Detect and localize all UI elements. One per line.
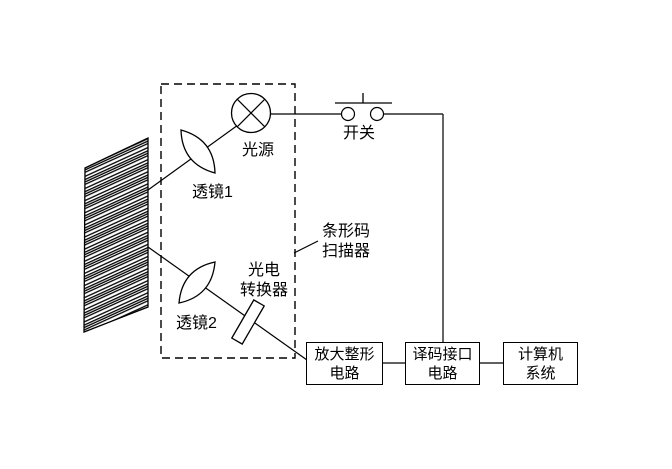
scanner-enclosure-label-line1: 条形码 <box>322 223 371 240</box>
photoelectric-converter-label-line2: 转换器 <box>239 282 288 299</box>
photoelectric-converter-label-line1: 光电 <box>247 262 280 279</box>
light-source-label: 光源 <box>242 142 275 159</box>
switch-contact-right <box>369 106 385 122</box>
scanner-label-leader-line <box>293 240 319 254</box>
light-source-cross-line-2 <box>236 98 266 128</box>
switch-contact-left <box>340 106 356 122</box>
decoder-box-label-line2: 电路 <box>427 364 458 382</box>
amplifier-box-label-line1: 放大整形 <box>314 345 375 363</box>
photoelectric-converter-shape <box>230 299 266 345</box>
computer-box: 计算机 系统 <box>503 342 578 385</box>
lens2-label: 透镜2 <box>176 315 217 332</box>
amplifier-box-label-line2: 电路 <box>329 364 360 382</box>
lens2-shape <box>178 261 216 304</box>
beam-barcode-to-amplifier <box>147 246 308 361</box>
amplifier-box: 放大整形 电路 <box>306 342 383 385</box>
decoder-box-label-line1: 译码接口 <box>412 345 473 363</box>
lens1-shape <box>180 129 216 174</box>
barcode-image <box>83 136 149 333</box>
computer-box-label-line2: 系统 <box>525 364 556 382</box>
decoder-box: 译码接口 电路 <box>405 342 480 385</box>
scanner-enclosure-label: 条形码 扫描器 <box>322 222 370 262</box>
lens1-label: 透镜1 <box>192 184 233 201</box>
scanner-enclosure-label-line2: 扫描器 <box>322 243 371 260</box>
computer-box-label-line1: 计算机 <box>517 345 563 363</box>
switch-label: 开关 <box>343 125 376 142</box>
photoelectric-converter-label: 光电 转换器 <box>234 261 294 301</box>
scanner-enclosure-dashed-box <box>160 83 296 359</box>
